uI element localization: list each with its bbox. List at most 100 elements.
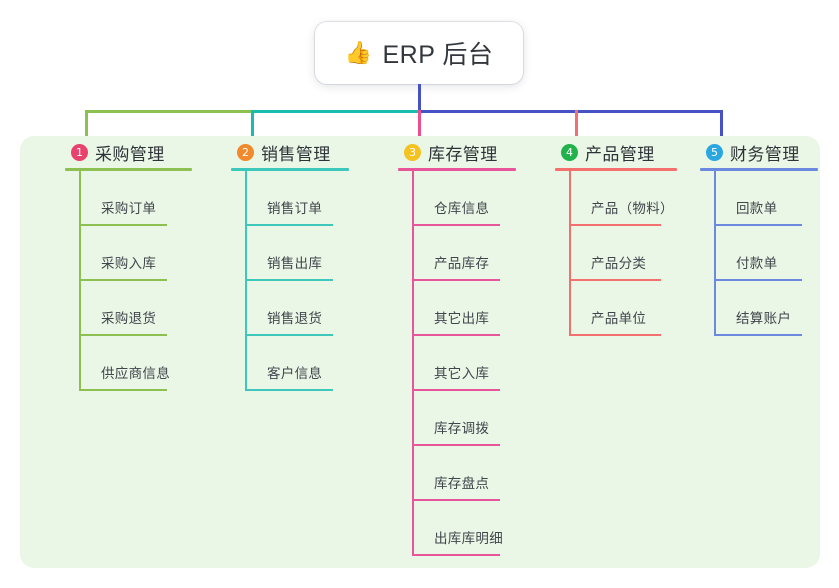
root-node-card[interactable]: 👍 ERP 后台 [315, 22, 523, 84]
branch-header-4[interactable]: 4 产品管理 [555, 136, 677, 168]
leaf-node-rule [569, 224, 661, 226]
branch-badge-1: 1 [71, 143, 88, 161]
leaf-node-rule [245, 224, 333, 226]
leaf-node-label: 结算账户 [736, 311, 792, 326]
leaf-node[interactable]: 销售退货 [245, 281, 349, 336]
leaf-node[interactable]: 其它出库 [412, 281, 516, 336]
leaf-node-rule [245, 334, 333, 336]
branch-column-产品管理: 4 产品管理产品（物料） 产品分类产品单位 [555, 136, 677, 336]
leaf-node-rule [412, 444, 500, 446]
leaf-node-label: 销售出库 [267, 256, 323, 271]
branch-header-rule-1 [65, 168, 192, 171]
leaf-node[interactable]: 产品分类 [569, 226, 677, 281]
leaf-node-rule [569, 334, 661, 336]
connector-bar-segment-2 [251, 110, 418, 113]
leaf-node[interactable]: 采购退货 [79, 281, 192, 336]
leaf-node-rule [569, 279, 661, 281]
leaf-node-label: 产品（物料） [591, 201, 674, 216]
leaf-node-label: 付款单 [736, 256, 778, 271]
branch-trunk-4 [569, 171, 571, 336]
leaf-node-label: 仓库信息 [434, 201, 490, 216]
leaf-node-rule [412, 334, 500, 336]
thumbs-up-icon: 👍 [344, 40, 373, 65]
leaf-node-label: 采购入库 [101, 256, 157, 271]
branch-title-1: 采购管理 [95, 144, 165, 164]
branch-column-库存管理: 3 库存管理仓库信息产品库存其它出库其它入库库存调拨库存盘点出库库明细 [398, 136, 516, 556]
leaf-node-rule [79, 389, 167, 391]
leaf-node-rule [412, 554, 500, 556]
leaf-node-label: 销售订单 [267, 201, 323, 216]
leaf-node[interactable]: 产品（物料） [569, 171, 677, 226]
leaf-node[interactable]: 产品单位 [569, 281, 677, 336]
leaf-node-rule [79, 224, 167, 226]
leaf-node-rule [245, 279, 333, 281]
branch-header-3[interactable]: 3 库存管理 [398, 136, 516, 168]
branch-header-5[interactable]: 5 财务管理 [700, 136, 818, 168]
branch-column-财务管理: 5 财务管理回款单付款单结算账户 [700, 136, 818, 336]
leaf-node[interactable]: 销售出库 [245, 226, 349, 281]
branch-title-5: 财务管理 [730, 144, 800, 164]
branch-trunk-5 [714, 171, 716, 336]
branch-header-1[interactable]: 1 采购管理 [65, 136, 192, 168]
leaf-node-label: 产品单位 [591, 311, 647, 326]
leaf-node[interactable]: 付款单 [714, 226, 818, 281]
branch-badge-4: 4 [561, 143, 578, 161]
leaf-node-rule [412, 499, 500, 501]
branch-items-4: 产品（物料） 产品分类产品单位 [569, 171, 677, 336]
leaf-node[interactable]: 库存调拨 [412, 391, 516, 446]
leaf-node[interactable]: 采购订单 [79, 171, 192, 226]
connector-bar-segment-3 [418, 110, 723, 113]
root-node-title: ERP 后台 [382, 41, 494, 69]
leaf-node[interactable]: 客户信息 [245, 336, 349, 391]
branch-header-rule-4 [555, 168, 677, 171]
leaf-node-label: 库存调拨 [434, 421, 490, 436]
leaf-node-label: 采购订单 [101, 201, 157, 216]
leaf-node-label: 客户信息 [267, 366, 323, 381]
leaf-node-label: 产品库存 [434, 256, 490, 271]
branch-trunk-3 [412, 171, 414, 556]
leaf-node-rule [79, 279, 167, 281]
leaf-node[interactable]: 回款单 [714, 171, 818, 226]
leaf-node-label: 销售退货 [267, 311, 323, 326]
leaf-node-label: 产品分类 [591, 256, 647, 271]
branch-trunk-2 [245, 171, 247, 391]
leaf-node-label: 其它入库 [434, 366, 490, 381]
leaf-node[interactable]: 供应商信息 [79, 336, 192, 391]
connector-drop-5 [720, 110, 723, 138]
leaf-node-label: 出库库明细 [434, 531, 503, 546]
leaf-node-rule [412, 279, 500, 281]
branch-title-4: 产品管理 [585, 144, 655, 164]
leaf-node-rule [714, 279, 802, 281]
branch-items-3: 仓库信息产品库存其它出库其它入库库存调拨库存盘点出库库明细 [412, 171, 516, 556]
leaf-node-rule [245, 389, 333, 391]
leaf-node-label: 采购退货 [101, 311, 157, 326]
branch-badge-5: 5 [706, 143, 723, 161]
leaf-node-rule [79, 334, 167, 336]
leaf-node[interactable]: 结算账户 [714, 281, 818, 336]
branch-title-3: 库存管理 [428, 144, 498, 164]
leaf-node-label: 库存盘点 [434, 476, 490, 491]
leaf-node[interactable]: 销售订单 [245, 171, 349, 226]
leaf-node[interactable]: 采购入库 [79, 226, 192, 281]
leaf-node-rule [412, 389, 500, 391]
branch-header-rule-2 [231, 168, 349, 171]
branch-items-2: 销售订单销售出库销售退货客户信息 [245, 171, 349, 391]
connector-drop-4 [575, 110, 578, 138]
leaf-node[interactable]: 其它入库 [412, 336, 516, 391]
leaf-node[interactable]: 出库库明细 [412, 501, 516, 556]
leaf-node[interactable]: 库存盘点 [412, 446, 516, 501]
leaf-node-rule [714, 334, 802, 336]
branch-column-采购管理: 1 采购管理采购订单采购入库采购退货供应商信息 [65, 136, 192, 391]
branch-badge-3: 3 [404, 143, 421, 161]
branch-trunk-1 [79, 171, 81, 391]
leaf-node[interactable]: 仓库信息 [412, 171, 516, 226]
branch-header-rule-3 [398, 168, 516, 171]
branch-items-1: 采购订单采购入库采购退货供应商信息 [79, 171, 192, 391]
connector-drop-2 [251, 110, 254, 138]
connector-drop-3 [418, 110, 421, 138]
leaf-node[interactable]: 产品库存 [412, 226, 516, 281]
branch-items-5: 回款单付款单结算账户 [714, 171, 818, 336]
leaf-node-rule [412, 224, 500, 226]
